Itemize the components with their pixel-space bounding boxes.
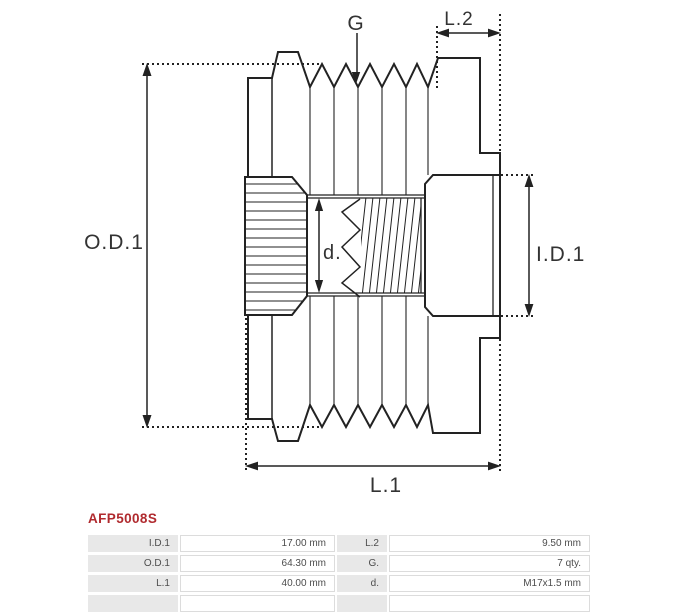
table-row: I.D.1 17.00 mm L.2 9.50 mm <box>88 535 590 552</box>
extension-lines <box>142 14 534 471</box>
spec-label: O.D.1 <box>88 555 178 572</box>
spec-table: I.D.1 17.00 mm L.2 9.50 mm O.D.1 64.30 m… <box>88 535 590 612</box>
pulley-technical-drawing: O.D.1 G L.2 I.D.1 d. L.1 <box>84 9 585 497</box>
table-row: O.D.1 64.30 mm G. 7 qty. <box>88 555 590 572</box>
d-label: d. <box>323 242 342 264</box>
l2-label: L.2 <box>444 9 473 30</box>
spec-value <box>389 595 590 612</box>
spec-label: I.D.1 <box>88 535 178 552</box>
knurled-hub-section <box>244 176 308 316</box>
spec-label <box>337 595 387 612</box>
spec-label: L.2 <box>337 535 387 552</box>
rear-hub <box>424 174 500 317</box>
dimension-lines <box>142 14 534 471</box>
spec-label: d. <box>337 575 387 592</box>
od1-label: O.D.1 <box>84 231 144 254</box>
spec-value: 9.50 mm <box>389 535 590 552</box>
pulley-body-outline <box>244 51 501 442</box>
spec-value: 64.30 mm <box>180 555 335 572</box>
spec-label: G. <box>337 555 387 572</box>
groove-valley-lines <box>309 87 429 405</box>
spec-value: 7 qty. <box>389 555 590 572</box>
spec-value: M17x1.5 mm <box>389 575 590 592</box>
part-number: AFP5008S <box>88 511 158 526</box>
thread-hatching <box>361 198 421 293</box>
table-row: L.1 40.00 mm d. M17x1.5 mm <box>88 575 590 592</box>
table-row-partial <box>88 595 590 612</box>
id1-label: I.D.1 <box>536 243 585 266</box>
dimension-labels: O.D.1 G L.2 I.D.1 d. L.1 <box>84 9 585 497</box>
threaded-bore <box>307 194 425 298</box>
spec-label <box>88 595 178 612</box>
spec-value: 17.00 mm <box>180 535 335 552</box>
spec-label: L.1 <box>88 575 178 592</box>
g-label: G <box>347 12 364 35</box>
dimension-arrowheads <box>142 28 534 471</box>
spec-value <box>180 595 335 612</box>
spec-section: AFP5008S I.D.1 17.00 mm L.2 9.50 mm O.D.… <box>88 511 590 615</box>
l1-label: L.1 <box>370 474 402 497</box>
spec-value: 40.00 mm <box>180 575 335 592</box>
